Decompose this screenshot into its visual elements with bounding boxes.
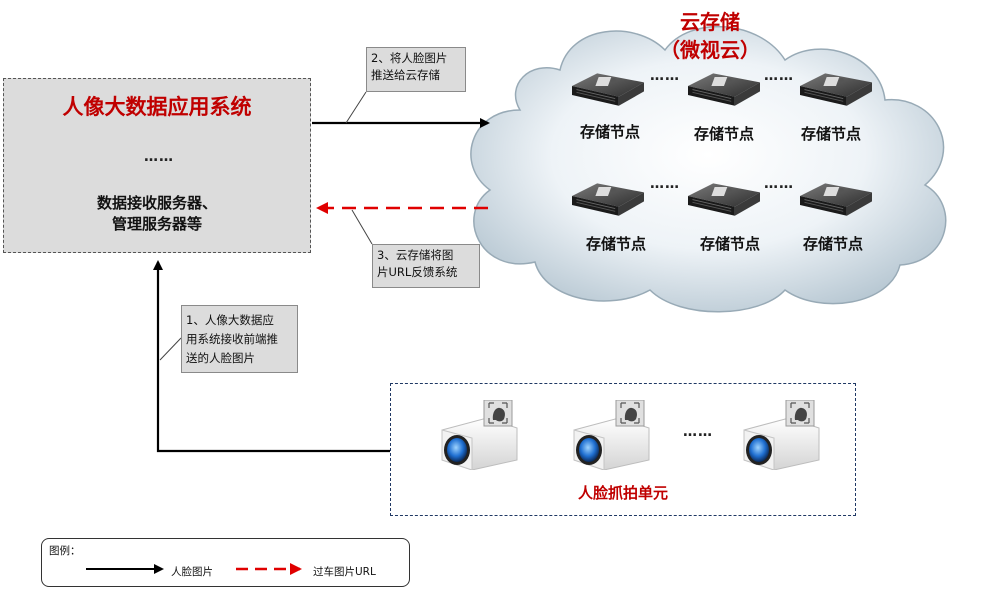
step1-line3: 送的人脸图片 [186,351,255,365]
app-server-dots: …… [144,149,174,165]
storage-row-dots: …… [764,68,794,84]
step3-callout: 3、云存储将图 片URL反馈系统 [372,244,480,288]
step1-line1: 1、人像大数据应 [186,313,274,327]
callout-leader [159,337,182,361]
storage-node-label: 存储节点 [693,125,754,143]
face-capture-unit-box: …… 人脸抓拍单元 [390,383,856,516]
storage-node-label: 存储节点 [579,123,640,141]
storage-node-label: 存储节点 [585,235,646,253]
storage-row-dots: …… [650,68,680,84]
app-servers-label-line2: 管理服务器等 [111,215,202,233]
legend-dashed-label: 过车图片URL [313,566,376,578]
storage-row-dots: …… [764,176,794,192]
callout-leader [345,91,367,124]
legend-solid-label: 人脸图片 [171,566,213,578]
storage-node-label: 存储节点 [699,235,760,253]
step1-line2: 用系统接收前端推 [186,332,278,346]
app-servers-label: 数据接收服务器、 管理服务器等 [4,193,310,235]
step1-callout: 1、人像大数据应 用系统接收前端推 送的人脸图片 [181,305,298,373]
storage-node-label: 存储节点 [802,235,863,253]
callout-leader [351,209,373,245]
camera-push-arrow [153,260,390,453]
step3-line2: 片URL反馈系统 [377,265,458,279]
legend-title: 图例： [49,545,81,557]
step2-line2: 推送给云存储 [371,68,440,82]
app-system-box: 人像大数据应用系统 …… 数据接收服务器、 管理服务器等 [3,78,311,253]
face-capture-unit-label: 人脸抓拍单元 [577,484,668,502]
app-system-title: 人像大数据应用系统 [62,95,252,119]
app-servers-label-line1: 数据接收服务器、 [96,194,217,212]
storage-node-label: 存储节点 [800,125,861,143]
cloud-title-line1: 云存储 [680,10,740,34]
step2-callout: 2、将人脸图片 推送给云存储 [366,47,466,92]
cloud-title-line2: （微视云） [660,38,760,62]
step2-line1: 2、将人脸图片 [371,51,448,65]
storage-row-dots: …… [650,176,680,192]
step3-line1: 3、云存储将图 [377,248,454,262]
cloud-storage-title: 云存储 （微视云） [640,8,780,64]
cloud-shape [470,25,947,313]
camera-dots: …… [683,424,713,440]
legend: 图例： 人脸图片 过车图片URL [41,538,410,587]
